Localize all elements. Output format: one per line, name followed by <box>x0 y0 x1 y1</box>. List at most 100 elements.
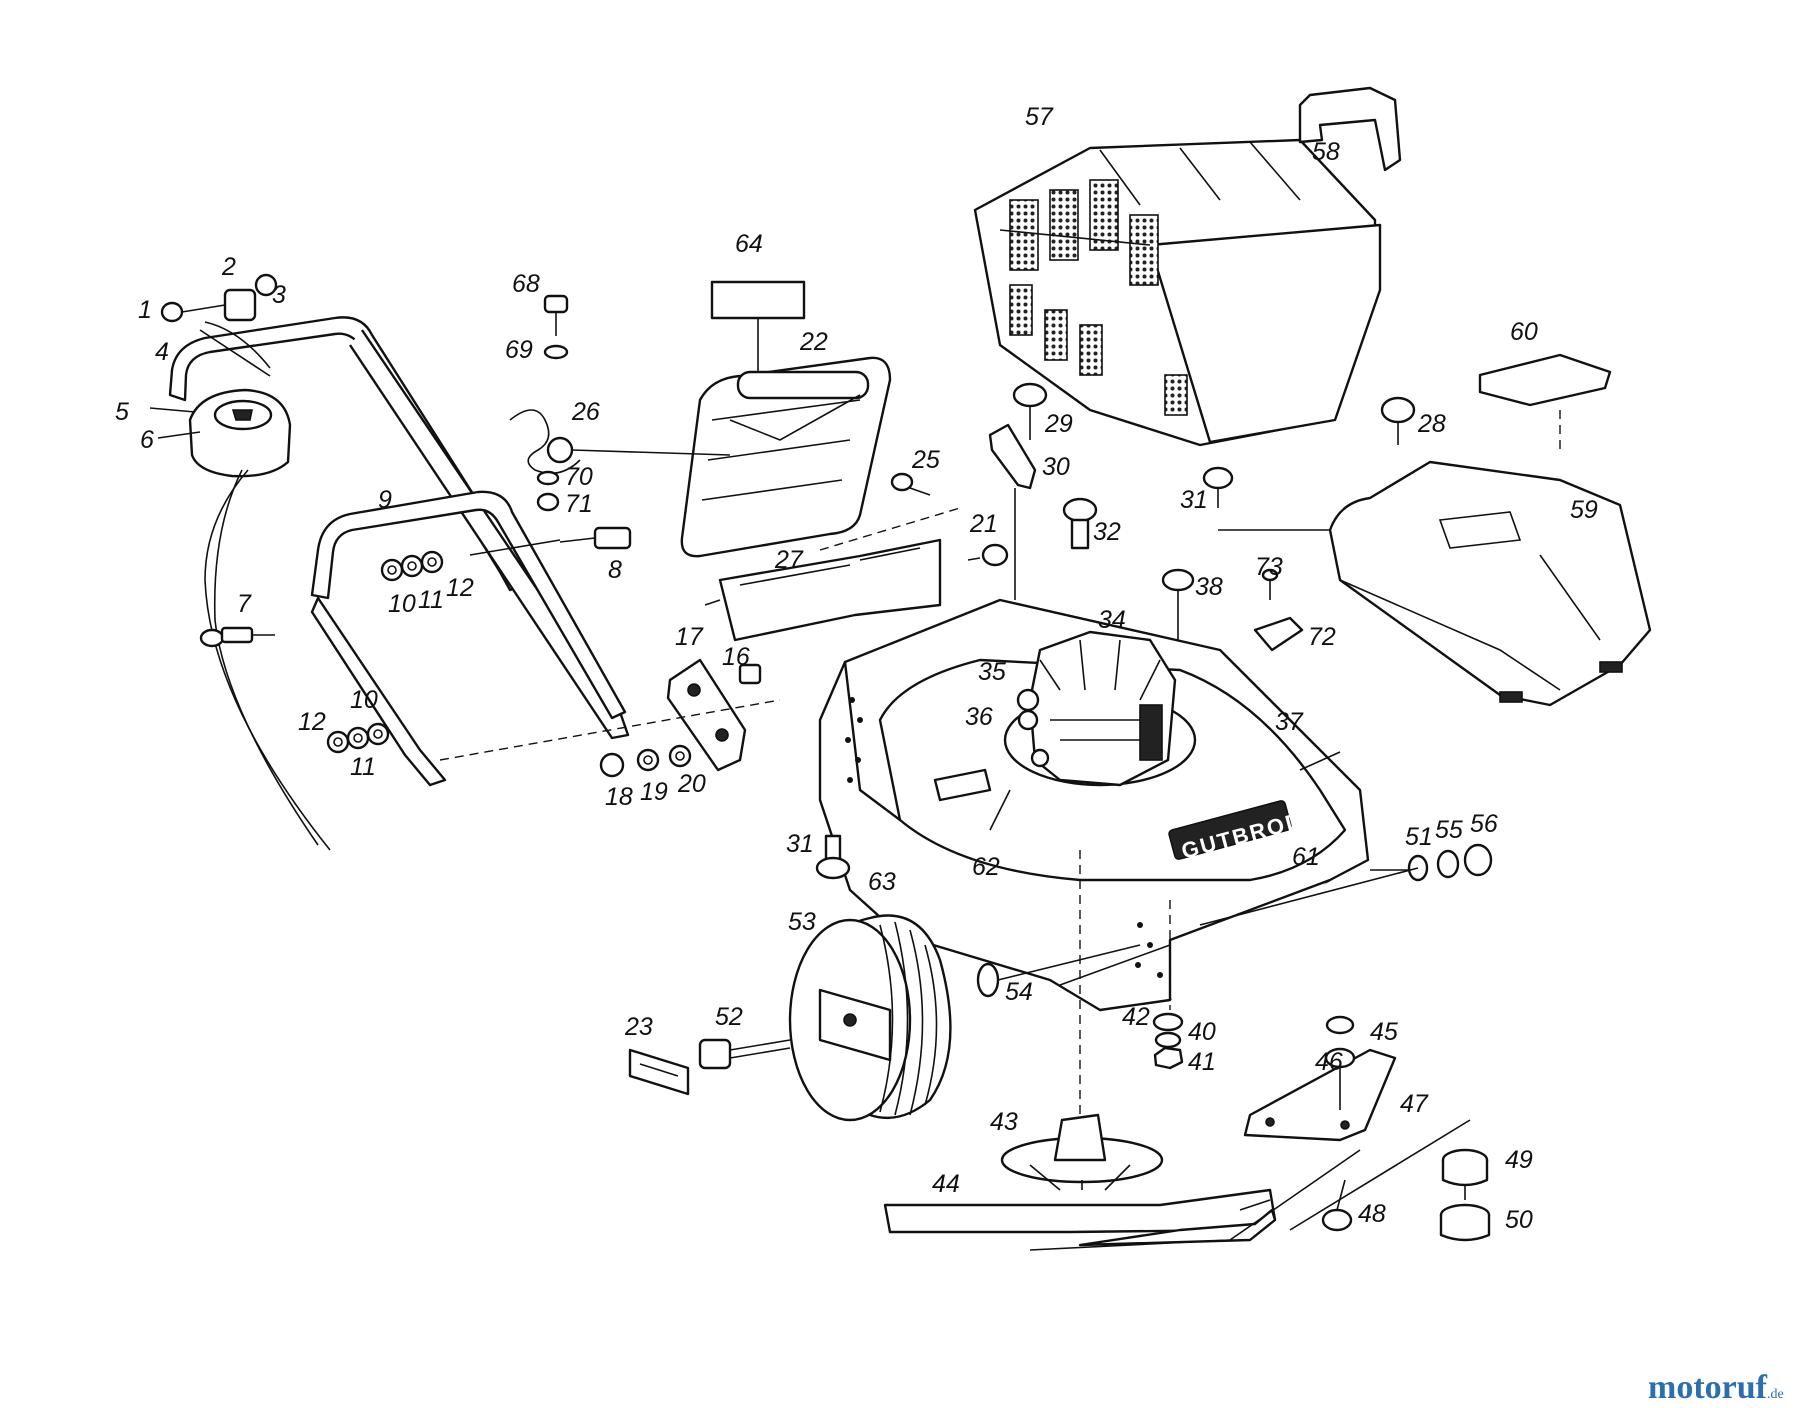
blade-44 <box>883 1188 1277 1247</box>
part-label-28: 28 <box>1417 410 1446 438</box>
part-label-25: 25 <box>911 446 940 474</box>
svg-text:motoruf.de: motoruf.de <box>1648 1369 1784 1406</box>
part-label-72: 72 <box>1308 623 1336 651</box>
screw-28 <box>1380 396 1416 445</box>
bolt-8 <box>469 526 632 556</box>
part-label-27: 27 <box>774 546 804 574</box>
screw-31-side <box>815 834 851 880</box>
part-label-46: 46 <box>1315 1048 1343 1076</box>
part-label-59: 59 <box>1570 496 1598 524</box>
screw-73-clip-72 <box>1253 568 1304 652</box>
part-label-52: 52 <box>715 1003 743 1031</box>
part-label-31a: 31 <box>1180 486 1208 514</box>
part-label-30: 30 <box>1042 453 1070 481</box>
part-label-73: 73 <box>1255 553 1283 581</box>
watermark-main: motoruf <box>1648 1369 1768 1406</box>
part-label-32: 32 <box>1093 518 1121 546</box>
part-label-9: 9 <box>378 486 392 514</box>
part-label-70: 70 <box>565 463 593 491</box>
blade-hub-43 <box>1000 1113 1164 1191</box>
nut-45-washer-46 <box>1324 1015 1356 1110</box>
rear-hood-59 <box>1328 460 1652 707</box>
hubcap-23 <box>628 1048 690 1096</box>
part-label-71: 71 <box>565 490 593 518</box>
part-label-44: 44 <box>932 1170 960 1198</box>
part-label-31b: 31 <box>786 830 814 858</box>
part-label-38: 38 <box>1195 573 1223 601</box>
part-label-22: 22 <box>799 328 828 356</box>
part-label-29: 29 <box>1044 410 1073 438</box>
part-label-11b: 11 <box>350 753 376 781</box>
part-label-48: 48 <box>1358 1200 1386 1228</box>
part-label-4: 4 <box>155 338 169 366</box>
screw-38 <box>1161 568 1195 640</box>
part-label-68: 68 <box>512 270 540 298</box>
part-label-45: 45 <box>1370 1018 1398 1046</box>
switch-housing <box>188 321 292 478</box>
part-label-37: 37 <box>1275 708 1304 736</box>
part-label-51: 51 <box>1405 823 1433 851</box>
screw-29 <box>1012 382 1048 440</box>
part-label-19: 19 <box>640 778 668 806</box>
part-label-20: 20 <box>677 770 706 798</box>
part-label-50: 50 <box>1505 1206 1533 1234</box>
switch-parts-1-2-3 <box>160 273 278 323</box>
part-label-58: 58 <box>1312 138 1340 166</box>
part-label-1: 1 <box>138 296 152 324</box>
bracket-47 <box>1243 1048 1397 1142</box>
bolt-52 <box>698 1038 791 1070</box>
watermark-logo: motoruf.de <box>1648 1369 1784 1406</box>
part-label-6: 6 <box>140 426 154 454</box>
part-label-5: 5 <box>115 398 129 426</box>
part-label-21: 21 <box>969 510 998 538</box>
screw-25 <box>890 472 931 496</box>
part-label-17: 17 <box>675 623 704 651</box>
part-label-11a: 11 <box>418 586 444 614</box>
part-label-2: 2 <box>221 253 236 281</box>
part-labels: 1 2 3 4 5 6 7 8 9 10 11 12 10 11 12 16 1… <box>115 103 1598 1234</box>
flap-cover-22 <box>680 356 892 558</box>
pivot-block-17 <box>439 658 781 778</box>
caps-49-50 <box>1439 1148 1491 1242</box>
part-label-12b: 12 <box>298 708 326 736</box>
spring-26 <box>509 294 731 512</box>
part-label-23: 23 <box>624 1013 653 1041</box>
part-label-60: 60 <box>1510 318 1538 346</box>
leader-lines <box>149 407 1419 1251</box>
bracket-30 <box>988 423 1037 600</box>
part-label-26: 26 <box>571 398 600 426</box>
part-label-18: 18 <box>605 783 633 811</box>
part-label-42: 42 <box>1122 1003 1150 1031</box>
part-label-10b: 10 <box>350 686 378 714</box>
part-label-7: 7 <box>237 590 252 618</box>
part-label-63: 63 <box>868 868 896 896</box>
part-label-12a: 12 <box>446 574 474 602</box>
part-label-3: 3 <box>272 281 286 309</box>
upper-handle <box>168 316 630 740</box>
carry-handle-58 <box>1298 86 1402 172</box>
part-label-55: 55 <box>1435 816 1463 844</box>
washers-40-41-42 <box>1152 1012 1184 1070</box>
label-plate-64 <box>710 280 806 372</box>
cover-plate-60 <box>1478 353 1612 455</box>
part-label-62: 62 <box>972 853 1000 881</box>
bracket-27 <box>704 507 961 642</box>
part-label-35: 35 <box>978 658 1006 686</box>
part-label-10a: 10 <box>388 590 416 618</box>
part-label-40: 40 <box>1188 1018 1216 1046</box>
clamp-screw-7 <box>220 626 275 644</box>
washer-54 <box>976 944 1141 998</box>
part-label-54: 54 <box>1005 978 1033 1006</box>
part-label-69: 69 <box>505 336 533 364</box>
part-label-49: 49 <box>1505 1146 1533 1174</box>
part-label-61: 61 <box>1292 843 1320 871</box>
part-label-47: 47 <box>1400 1090 1429 1118</box>
part-label-43: 43 <box>990 1108 1018 1136</box>
part-label-34: 34 <box>1098 606 1126 634</box>
screw-31-top <box>1202 466 1330 531</box>
part-label-8: 8 <box>608 556 622 584</box>
washers-10-11-12-upper <box>380 550 444 582</box>
shaft-dash-line <box>1079 850 1171 1120</box>
watermark-suffix: .de <box>1767 1387 1784 1402</box>
